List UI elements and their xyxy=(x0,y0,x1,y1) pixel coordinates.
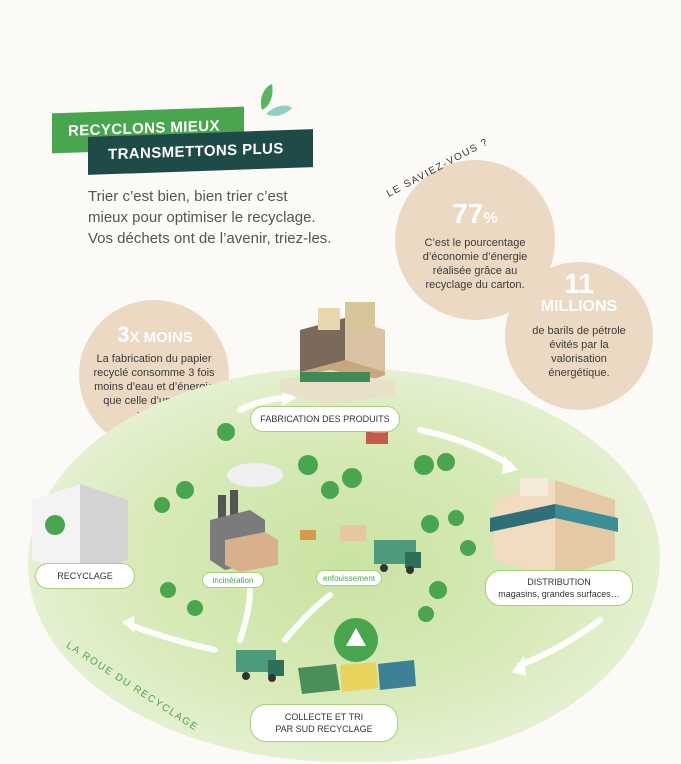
stage-distribution-sub: magasins, grandes surfaces… xyxy=(498,589,620,599)
stat3x-line3: moins d’eau et d’énergie xyxy=(94,381,214,393)
intro-text: Trier c’est bien, bien trier c’est mieux… xyxy=(88,186,338,249)
stat11-line3: valorisation xyxy=(551,353,607,365)
stage-distribution: DISTRIBUTION magasins, grandes surfaces… xyxy=(485,570,633,606)
intro-line3: Vos déchets ont de l’avenir, triez-les. xyxy=(88,230,332,247)
intro-line1: Trier c’est bien, bien trier c’est xyxy=(88,188,288,205)
stage-recyclage-label: RECYCLAGE xyxy=(57,571,113,581)
stage-enfouissement: enfouissement xyxy=(316,570,382,586)
stat77-line2: d’économie d’énergie xyxy=(422,251,528,263)
stage-enfouissement-label: enfouissement xyxy=(322,574,376,583)
stage-recyclage: RECYCLAGE xyxy=(35,563,135,589)
stat11-number: 11 xyxy=(564,268,594,299)
intro-line2: mieux pour optimiser le recyclage. xyxy=(88,209,316,226)
stage-incineration: incinération xyxy=(202,572,264,588)
stage-collecte: COLLECTE ET TRI PAR SUD RECYCLAGE xyxy=(250,704,398,742)
stage-fabrication-label: FABRICATION DES PRODUITS xyxy=(260,414,390,424)
stat11-text: de barils de pétrole évités par la valor… xyxy=(512,324,646,380)
stage-distribution-title: DISTRIBUTION xyxy=(527,577,591,587)
stat11-line2: évités par la xyxy=(549,339,609,351)
stat77-line4: recyclage du carton. xyxy=(425,279,525,291)
stage-collecte-line2: PAR SUD RECYCLAGE xyxy=(275,724,373,734)
stage-fabrication: FABRICATION DES PRODUITS xyxy=(250,406,400,432)
stat77-text: C’est le pourcentage d’économie d’énergi… xyxy=(405,236,545,292)
stage-incineration-label: incinération xyxy=(212,576,254,585)
stat3x-value: 3X MOINS xyxy=(90,322,220,348)
stat3x-number: 3 xyxy=(117,322,130,347)
stat11-line1: de barils de pétrole xyxy=(532,325,626,337)
stat11-unit: MILLIONS xyxy=(540,298,618,315)
stat77-line3: réalisée grâce au xyxy=(432,265,518,277)
stat11-value: 11 MILLIONS xyxy=(520,270,638,316)
banner-line2: TRANSMETTONS PLUS xyxy=(108,140,284,164)
stat77-line1: C’est le pourcentage xyxy=(424,237,526,249)
stat77-unit: % xyxy=(483,210,498,227)
stat-circle-11 xyxy=(505,262,653,410)
stat3x-unit: X MOINS xyxy=(129,329,193,346)
banner-transmettons: TRANSMETTONS PLUS xyxy=(88,129,313,175)
stat3x-line2: recyclé consomme 3 fois xyxy=(93,367,215,379)
stat11-line4: énergétique. xyxy=(548,367,610,379)
stage-collecte-line1: COLLECTE ET TRI xyxy=(284,712,364,722)
stat3x-line1: La fabrication du papier xyxy=(96,353,212,365)
stat77-value: 77% xyxy=(420,198,530,230)
stat77-number: 77 xyxy=(452,198,484,229)
